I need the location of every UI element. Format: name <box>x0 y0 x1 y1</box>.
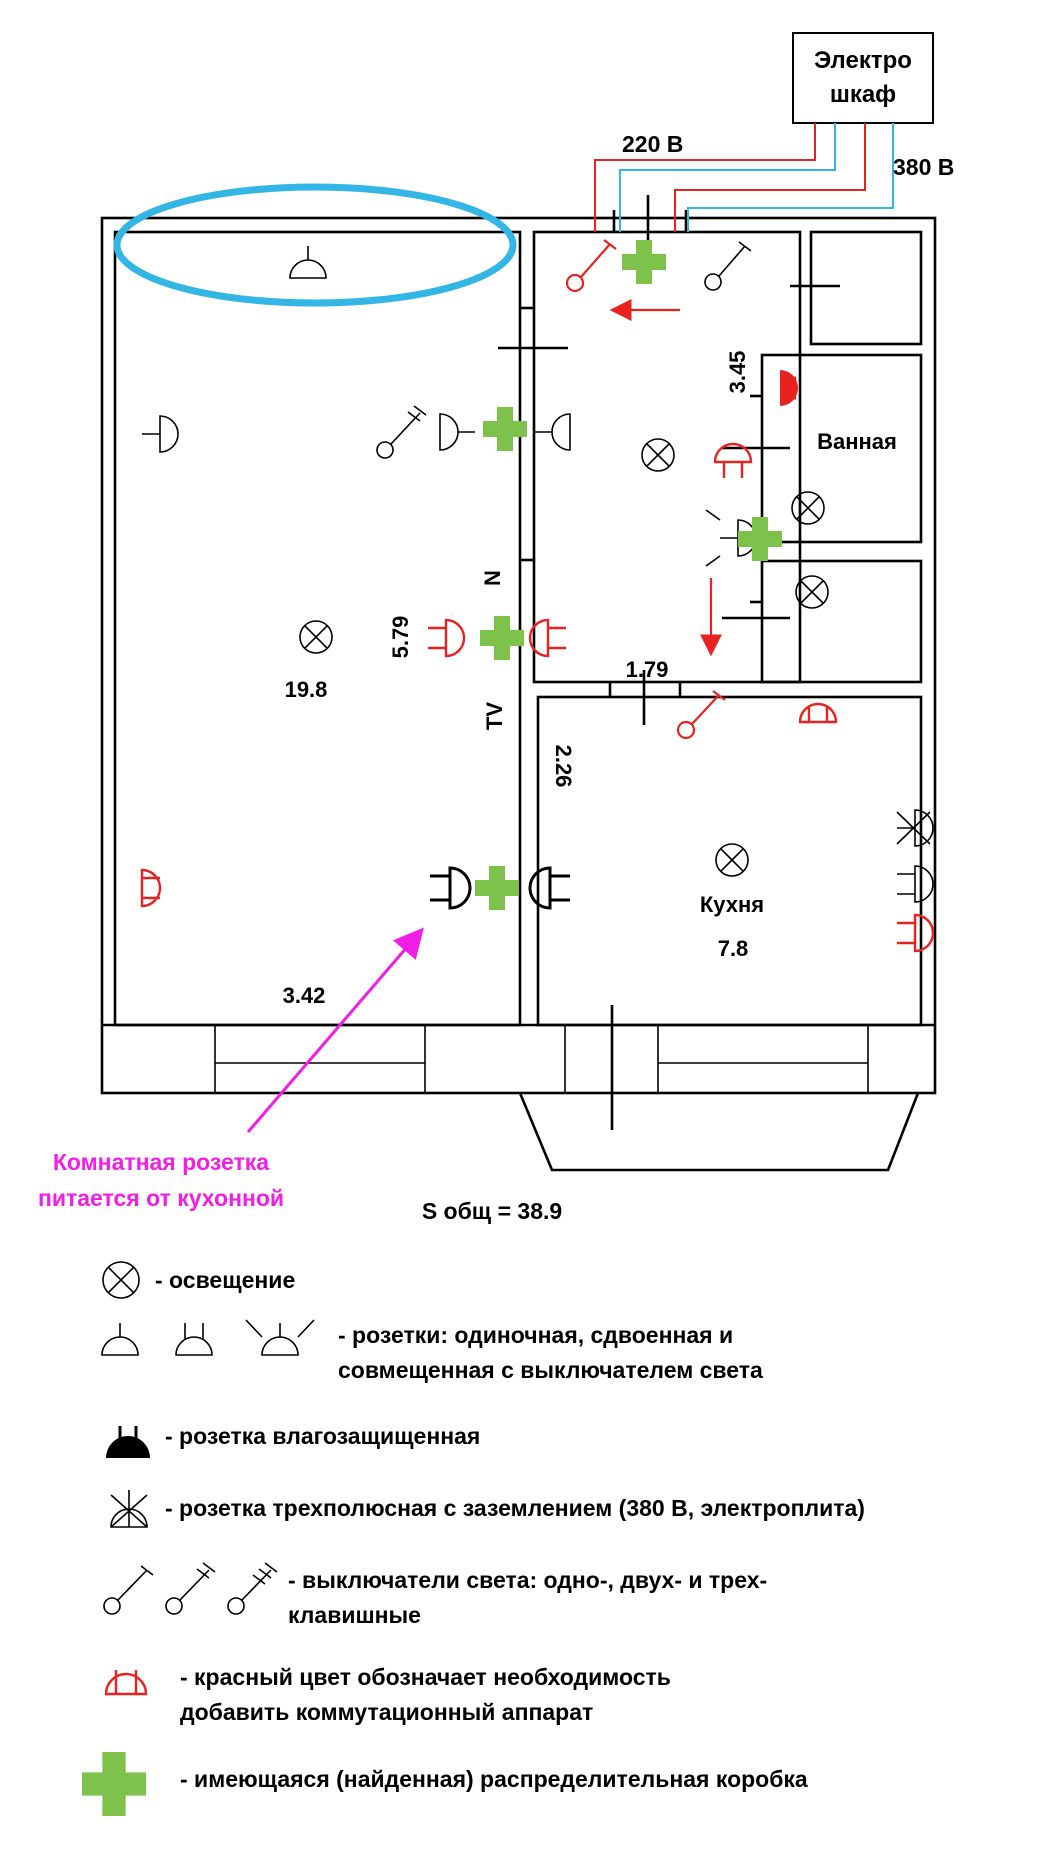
kitchen-area: 7.8 <box>718 936 749 961</box>
socket-double-red-icon <box>897 913 935 953</box>
legend-switch-triple-icon <box>227 1562 278 1615</box>
junction-box-icon <box>475 866 519 910</box>
socket-single-icon <box>534 413 571 451</box>
note-arrow-icon <box>246 927 424 1133</box>
living-width: 3.42 <box>283 983 326 1008</box>
switch-single-red-icon <box>565 239 617 293</box>
note-line-2: питается от кухонной <box>38 1185 284 1211</box>
total-area: S общ = 38.9 <box>422 1198 562 1224</box>
socket-waterproof-icon <box>780 370 798 406</box>
legend-box-text: - имеющаяся (найденная) распределительна… <box>180 1766 808 1792</box>
feed-cables <box>594 123 894 232</box>
voltage-380: 380 В <box>893 154 954 180</box>
legend-socket-single-icon <box>101 1323 139 1356</box>
living-height: 5.79 <box>388 616 413 659</box>
socket-double-red-icon <box>428 618 466 658</box>
legend-switches-text-2: клавишные <box>288 1602 421 1628</box>
legend-waterproof-text: - розетка влагозащищенная <box>165 1423 480 1449</box>
legend-socket-combined-icon <box>245 1319 315 1356</box>
socket-three-pole-icon <box>896 809 934 847</box>
legend-light-icon <box>102 1261 140 1299</box>
legend-switch-double-icon <box>165 1562 216 1615</box>
voltage-220: 220 В <box>622 131 683 157</box>
light-icon <box>795 575 829 609</box>
socket-double-black-icon <box>528 866 570 910</box>
legend-socket-three-pole-icon <box>110 1490 148 1528</box>
hall-height: 3.45 <box>725 351 750 394</box>
legend: - освещение - розетки: одиночная, сдвоен… <box>82 1261 865 1816</box>
hall-width: 1.79 <box>626 657 669 682</box>
legend-red-text-2: добавить коммутационный аппарат <box>180 1699 593 1725</box>
switch-double-icon <box>376 405 427 459</box>
walls <box>100 195 937 1172</box>
socket-single-icon <box>439 413 475 451</box>
socket-single-icon <box>142 415 179 453</box>
kitchen-name: Кухня <box>700 892 764 917</box>
light-icon <box>791 491 825 525</box>
socket-double-icon <box>897 865 934 903</box>
label-tv: TV <box>482 702 507 730</box>
socket-double-red-icon <box>140 868 162 908</box>
junction-box-icon <box>480 616 524 660</box>
legend-socket-waterproof-icon <box>106 1426 150 1458</box>
socket-double-red-icon <box>528 618 566 658</box>
switch-single-icon <box>704 241 752 291</box>
socket-double-red-icon <box>713 442 753 478</box>
socket-double-black-icon <box>430 866 472 910</box>
junction-box-icon <box>622 240 666 284</box>
note-line-1: Комнатная розетка <box>53 1149 269 1175</box>
legend-switches-text-1: - выключатели света: одно-, двух- и трех… <box>288 1567 767 1593</box>
kitchen-height: 2.26 <box>551 745 576 788</box>
light-icon <box>299 620 333 654</box>
socket-single-icon <box>289 246 327 279</box>
legend-red-text-1: - красный цвет обозначает необходимость <box>180 1664 671 1690</box>
highlight-ellipse <box>113 183 517 307</box>
legend-socket-double-red-icon <box>104 1670 148 1696</box>
socket-double-red-icon <box>798 702 838 724</box>
legend-three-pole-text: - розетка трехполюсная с заземлением (38… <box>165 1495 865 1521</box>
panel-label-2: шкаф <box>830 81 896 108</box>
legend-socket-double-icon <box>175 1323 213 1356</box>
switch-single-red-icon <box>676 690 726 740</box>
legend-junction-box-icon <box>82 1752 146 1816</box>
label-n: N <box>480 570 505 586</box>
legend-sockets-text-2: совмещенная с выключателем света <box>338 1357 763 1383</box>
light-icon <box>715 843 749 877</box>
legend-switch-single-icon <box>103 1565 154 1615</box>
panel-label-1: Электро <box>814 47 912 74</box>
living-area: 19.8 <box>285 677 328 702</box>
bath-name: Ванная <box>817 429 897 454</box>
legend-light-text: - освещение <box>155 1267 295 1293</box>
electric-panel: Электро шкаф <box>792 32 934 124</box>
light-icon <box>641 438 675 472</box>
legend-sockets-text-1: - розетки: одиночная, сдвоенная и <box>338 1322 733 1348</box>
